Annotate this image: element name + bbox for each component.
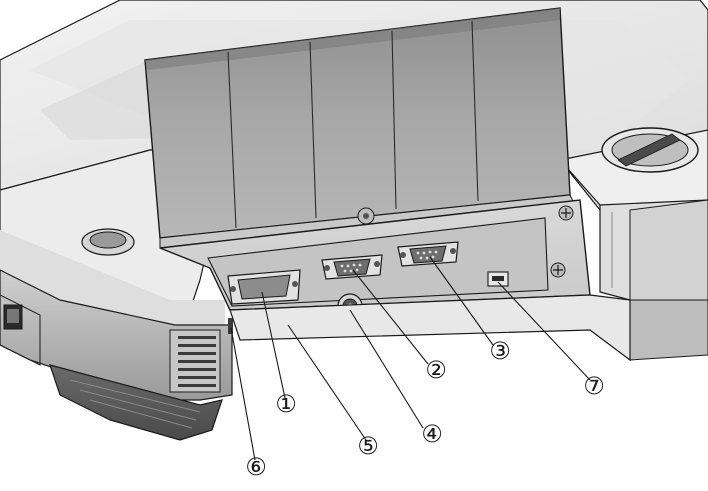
dsub-connector-icon [397, 241, 459, 267]
callout-2: ② [425, 357, 447, 384]
callout-3: ③ [489, 338, 511, 365]
panel-base [229, 294, 631, 362]
rj-port-icon [0, 294, 41, 366]
vent-icon [169, 329, 221, 393]
round-button-icon [81, 228, 135, 256]
screw-icon [550, 262, 566, 278]
side-slot-icon [228, 318, 233, 334]
callout-1: ① [275, 391, 297, 418]
dsub-connector-icon [321, 254, 383, 280]
leader-lines [230, 256, 591, 461]
knob-icon [601, 127, 699, 173]
callout-labels: ① ② ③ ④ ⑤ ⑥ ⑦ [245, 338, 605, 481]
screw-icon [558, 205, 574, 221]
callout-7: ⑦ [583, 373, 605, 400]
callout-6: ⑥ [245, 454, 267, 481]
callout-4: ④ [421, 421, 443, 448]
right-housing [558, 127, 708, 361]
callout-5: ⑤ [357, 433, 379, 460]
usb-port-icon [487, 271, 509, 287]
dsub-connector-icon [227, 269, 301, 305]
screw-icon [357, 207, 375, 225]
